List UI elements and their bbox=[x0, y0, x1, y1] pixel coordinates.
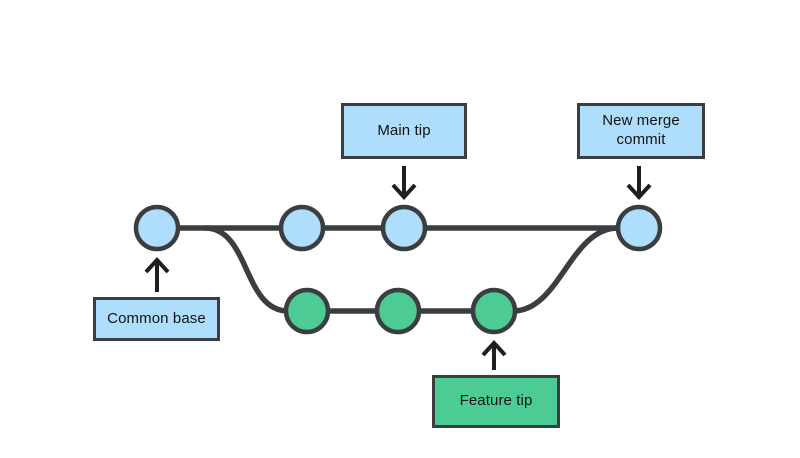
label-feature-tip[interactable]: Feature tip bbox=[432, 375, 560, 428]
commit-node-main-3[interactable] bbox=[380, 204, 428, 252]
commit-node-main-1[interactable] bbox=[133, 204, 181, 252]
commit-node-main-2[interactable] bbox=[278, 204, 326, 252]
edge-merge bbox=[510, 225, 621, 314]
arrow-new-merge-commit-icon bbox=[626, 166, 652, 200]
commit-node-feature-1[interactable] bbox=[283, 287, 331, 335]
commit-node-merge[interactable] bbox=[615, 204, 663, 252]
label-common-base[interactable]: Common base bbox=[93, 297, 220, 341]
label-feature-tip-text: Feature tip bbox=[459, 392, 533, 410]
arrow-feature-tip-icon bbox=[481, 340, 507, 370]
edge-fork bbox=[202, 225, 291, 314]
commit-node-feature-2[interactable] bbox=[374, 287, 422, 335]
arrow-main-tip-icon bbox=[391, 166, 417, 200]
commit-node-feature-3[interactable] bbox=[470, 287, 518, 335]
label-main-tip[interactable]: Main tip bbox=[341, 103, 467, 159]
label-common-base-text: Common base bbox=[107, 309, 206, 327]
label-main-tip-text: Main tip bbox=[377, 121, 431, 139]
arrow-common-base-icon bbox=[144, 257, 170, 292]
label-new-merge-commit[interactable]: New merge commit bbox=[577, 103, 705, 159]
label-new-merge-commit-text: New merge commit bbox=[602, 112, 680, 148]
